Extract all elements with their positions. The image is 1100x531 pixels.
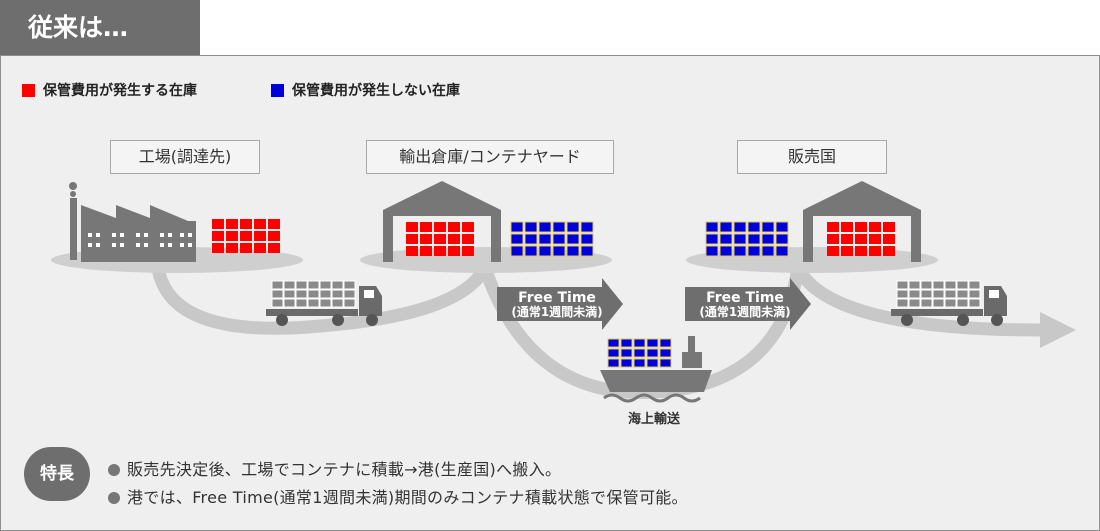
bullet-icon <box>108 464 120 476</box>
legend-item-free: 保管費用が発生しない在庫 <box>271 80 460 100</box>
blue-square-icon <box>271 83 284 97</box>
section-tab: 従来は… <box>0 0 200 56</box>
bullet-icon <box>108 492 120 504</box>
truck-icon <box>266 280 382 326</box>
free-time-note: (通常1週間未満) <box>699 305 791 319</box>
delivery-truck-icon <box>891 280 1007 326</box>
free-time-label-import: Free Time (通常1週間未満) <box>685 291 805 319</box>
factory-icon <box>69 182 196 262</box>
stage-label-export-warehouse: 輸出倉庫/コンテナヤード <box>366 140 614 174</box>
factory-windows <box>88 233 192 247</box>
free-time-title: Free Time <box>518 290 596 306</box>
warehouse-charged-stock <box>406 222 474 256</box>
feature-text: 港では、Free Time(通常1週間未満)期間のみコンテナ積載状態で保管可能。 <box>127 488 688 507</box>
free-time-arrow-import <box>685 278 811 330</box>
feature-item: 港では、Free Time(通常1週間未満)期間のみコンテナ積載状態で保管可能。 <box>108 484 688 508</box>
flow-arrow-head-icon <box>1040 312 1076 348</box>
warehouse-icon <box>383 181 501 262</box>
free-time-title: Free Time <box>706 290 784 306</box>
red-square-icon <box>22 83 35 97</box>
legend-label-free: 保管費用が発生しない在庫 <box>292 83 460 99</box>
ship-icon <box>600 336 712 403</box>
free-time-arrow-export <box>497 278 623 330</box>
free-time-note: (通常1週間未満) <box>511 305 603 319</box>
stage-label-sales-country: 販売国 <box>737 140 887 174</box>
free-time-label-export: Free Time (通常1週間未満) <box>497 291 617 319</box>
feature-text: 販売先決定後、工場でコンテナに積載→港(生産国)へ搬入。 <box>127 460 562 479</box>
feature-item: 販売先決定後、工場でコンテナに積載→港(生産国)へ搬入。 <box>108 456 561 480</box>
features-badge: 特長 <box>24 447 90 501</box>
container-yard-free-stock <box>510 221 594 257</box>
destination-free-stock <box>705 221 789 257</box>
legend-item-charged: 保管費用が発生する在庫 <box>22 80 197 100</box>
factory-charged-stock <box>212 219 280 253</box>
stage-label-factory: 工場(調達先) <box>110 140 260 174</box>
sea-transport-label: 海上輸送 <box>627 412 680 427</box>
destination-warehouse-icon <box>803 181 921 262</box>
legend-label-charged: 保管費用が発生する在庫 <box>43 83 197 99</box>
destination-charged-stock <box>827 222 895 256</box>
